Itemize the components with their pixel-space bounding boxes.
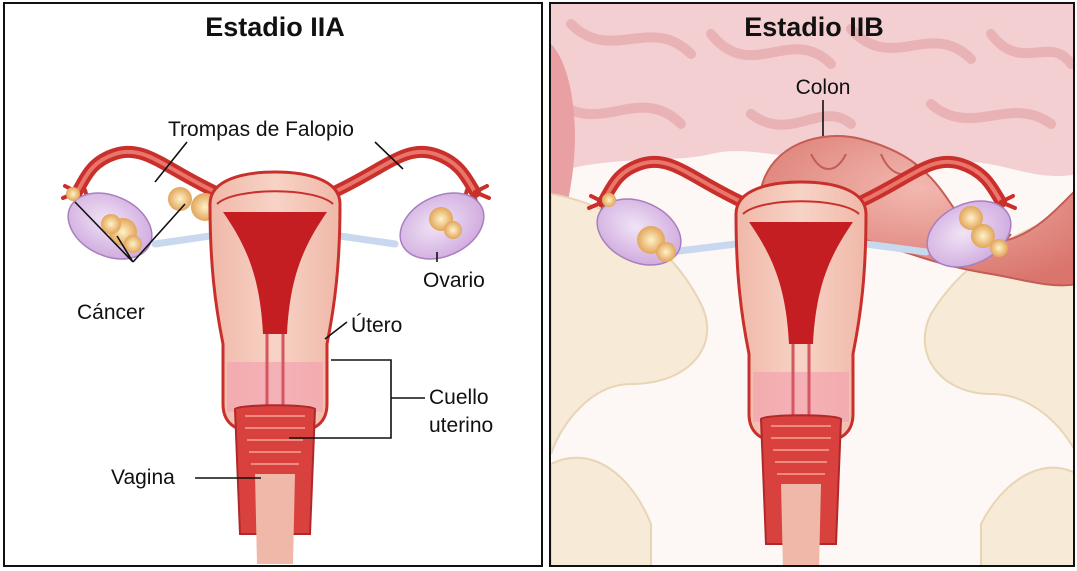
label-ovary: Ovario	[423, 269, 485, 292]
label-fallopian-tubes: Trompas de Falopio	[168, 118, 354, 141]
panel-stage-iib: Estadio IIB Colon	[549, 2, 1075, 567]
label-cervix-line1: Cuello	[429, 386, 489, 409]
label-vagina: Vagina	[111, 466, 175, 489]
label-colon: Colon	[796, 76, 851, 99]
panel-stage-iia: Estadio IIA Trompas de Falopio Cáncer Ov…	[3, 2, 543, 567]
panel-title: Estadio IIB	[744, 12, 884, 42]
panel-title: Estadio IIA	[205, 12, 345, 42]
label-uterus: Útero	[351, 314, 402, 337]
label-cervix-line2: uterino	[429, 414, 493, 437]
tumor-fimbria	[66, 187, 80, 201]
anatomy-illustration-iia: Estadio IIA Trompas de Falopio Cáncer Ov…	[5, 4, 543, 567]
anatomy-illustration-iib: Estadio IIB Colon	[551, 4, 1075, 567]
label-cancer: Cáncer	[77, 301, 145, 324]
